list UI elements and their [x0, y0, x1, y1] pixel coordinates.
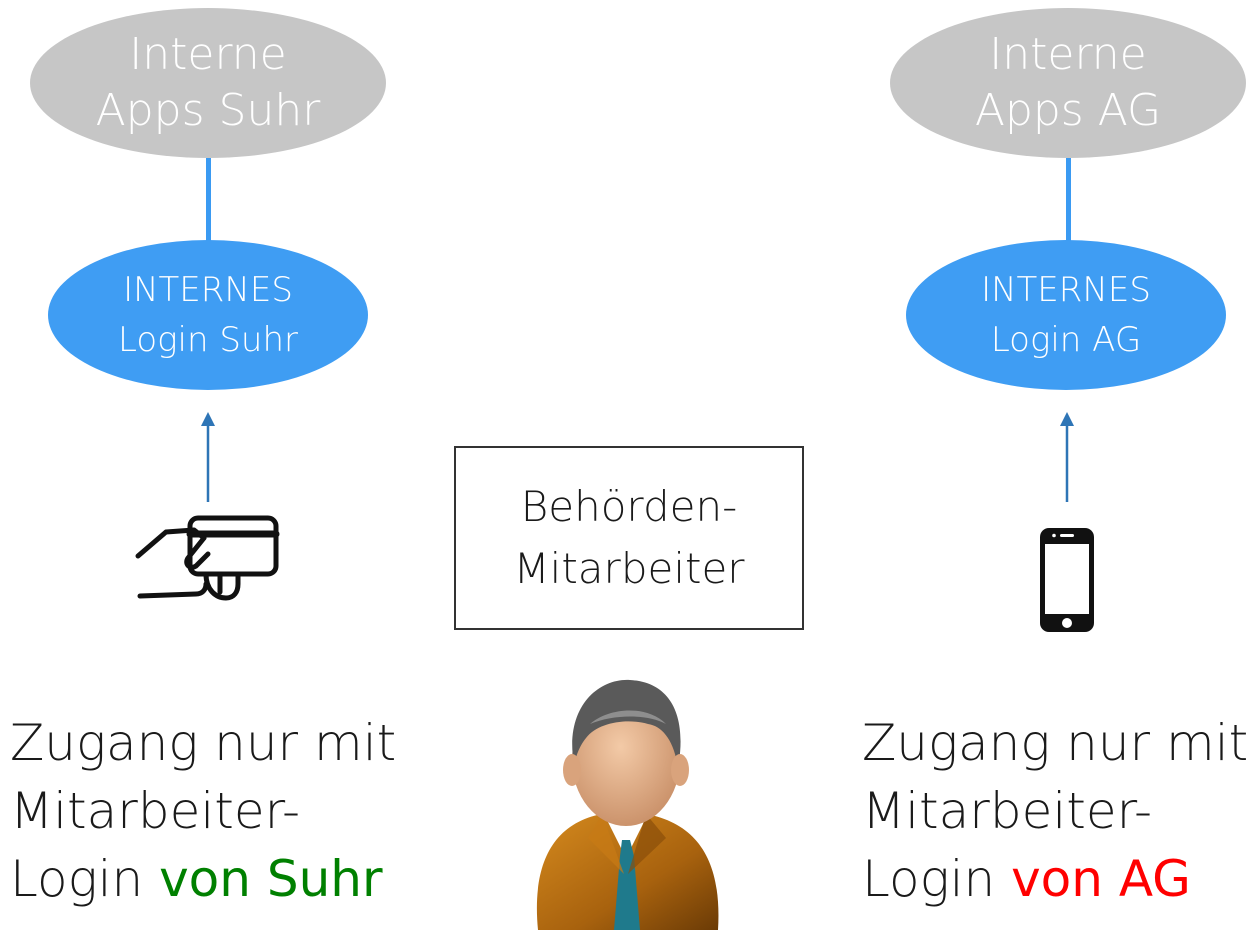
- caption-suhr-line3: Login von Suhr: [10, 845, 396, 913]
- apps-suhr-line2: Apps Suhr: [95, 85, 321, 136]
- person-avatar-icon: [536, 679, 719, 930]
- login-ag-node: INTERNES Login AG: [906, 240, 1226, 390]
- apps-suhr-node: Interne Apps Suhr: [30, 8, 386, 158]
- arrow-suhr: [201, 412, 215, 502]
- behoerden-mitarbeiter-box: Behörden- Mitarbeiter: [454, 446, 804, 630]
- apps-ag-node: Interne Apps AG: [890, 8, 1246, 158]
- caption-ag-line3: Login von AG: [862, 845, 1248, 913]
- connector-suhr: [206, 158, 211, 242]
- caption-suhr: Zugang nur mit Mitarbeiter- Login von Su…: [10, 709, 396, 913]
- apps-ag-line2: Apps AG: [974, 85, 1162, 136]
- login-ag-line1: INTERNES: [981, 270, 1151, 310]
- caption-ag-line2: Mitarbeiter-: [862, 782, 1152, 840]
- caption-ag: Zugang nur mit Mitarbeiter- Login von AG: [862, 709, 1248, 913]
- login-suhr-node: INTERNES Login Suhr: [48, 240, 368, 390]
- caption-ag-prefix: Login: [862, 850, 1012, 908]
- login-suhr-line2: Login Suhr: [117, 320, 298, 360]
- arrow-ag: [1060, 412, 1074, 502]
- caption-suhr-line1: Zugang nur mit: [10, 714, 397, 772]
- login-suhr-line1: INTERNES: [123, 270, 293, 310]
- caption-ag-highlight: von AG: [1011, 850, 1191, 908]
- caption-suhr-prefix: Login: [10, 850, 160, 908]
- apps-ag-line1: Interne: [989, 29, 1147, 80]
- connector-ag: [1066, 158, 1071, 242]
- caption-ag-line1: Zugang nur mit: [862, 714, 1249, 772]
- login-ag-line2: Login AG: [990, 320, 1142, 360]
- caption-suhr-line2: Mitarbeiter-: [10, 782, 300, 840]
- smartphone-icon: [1040, 528, 1094, 632]
- hand-card-icon: [135, 515, 280, 601]
- box-line1: Behörden-: [520, 482, 738, 531]
- caption-suhr-highlight: von Suhr: [159, 850, 383, 908]
- box-line2: Mitarbeiter: [513, 544, 745, 593]
- apps-suhr-line1: Interne: [129, 29, 287, 80]
